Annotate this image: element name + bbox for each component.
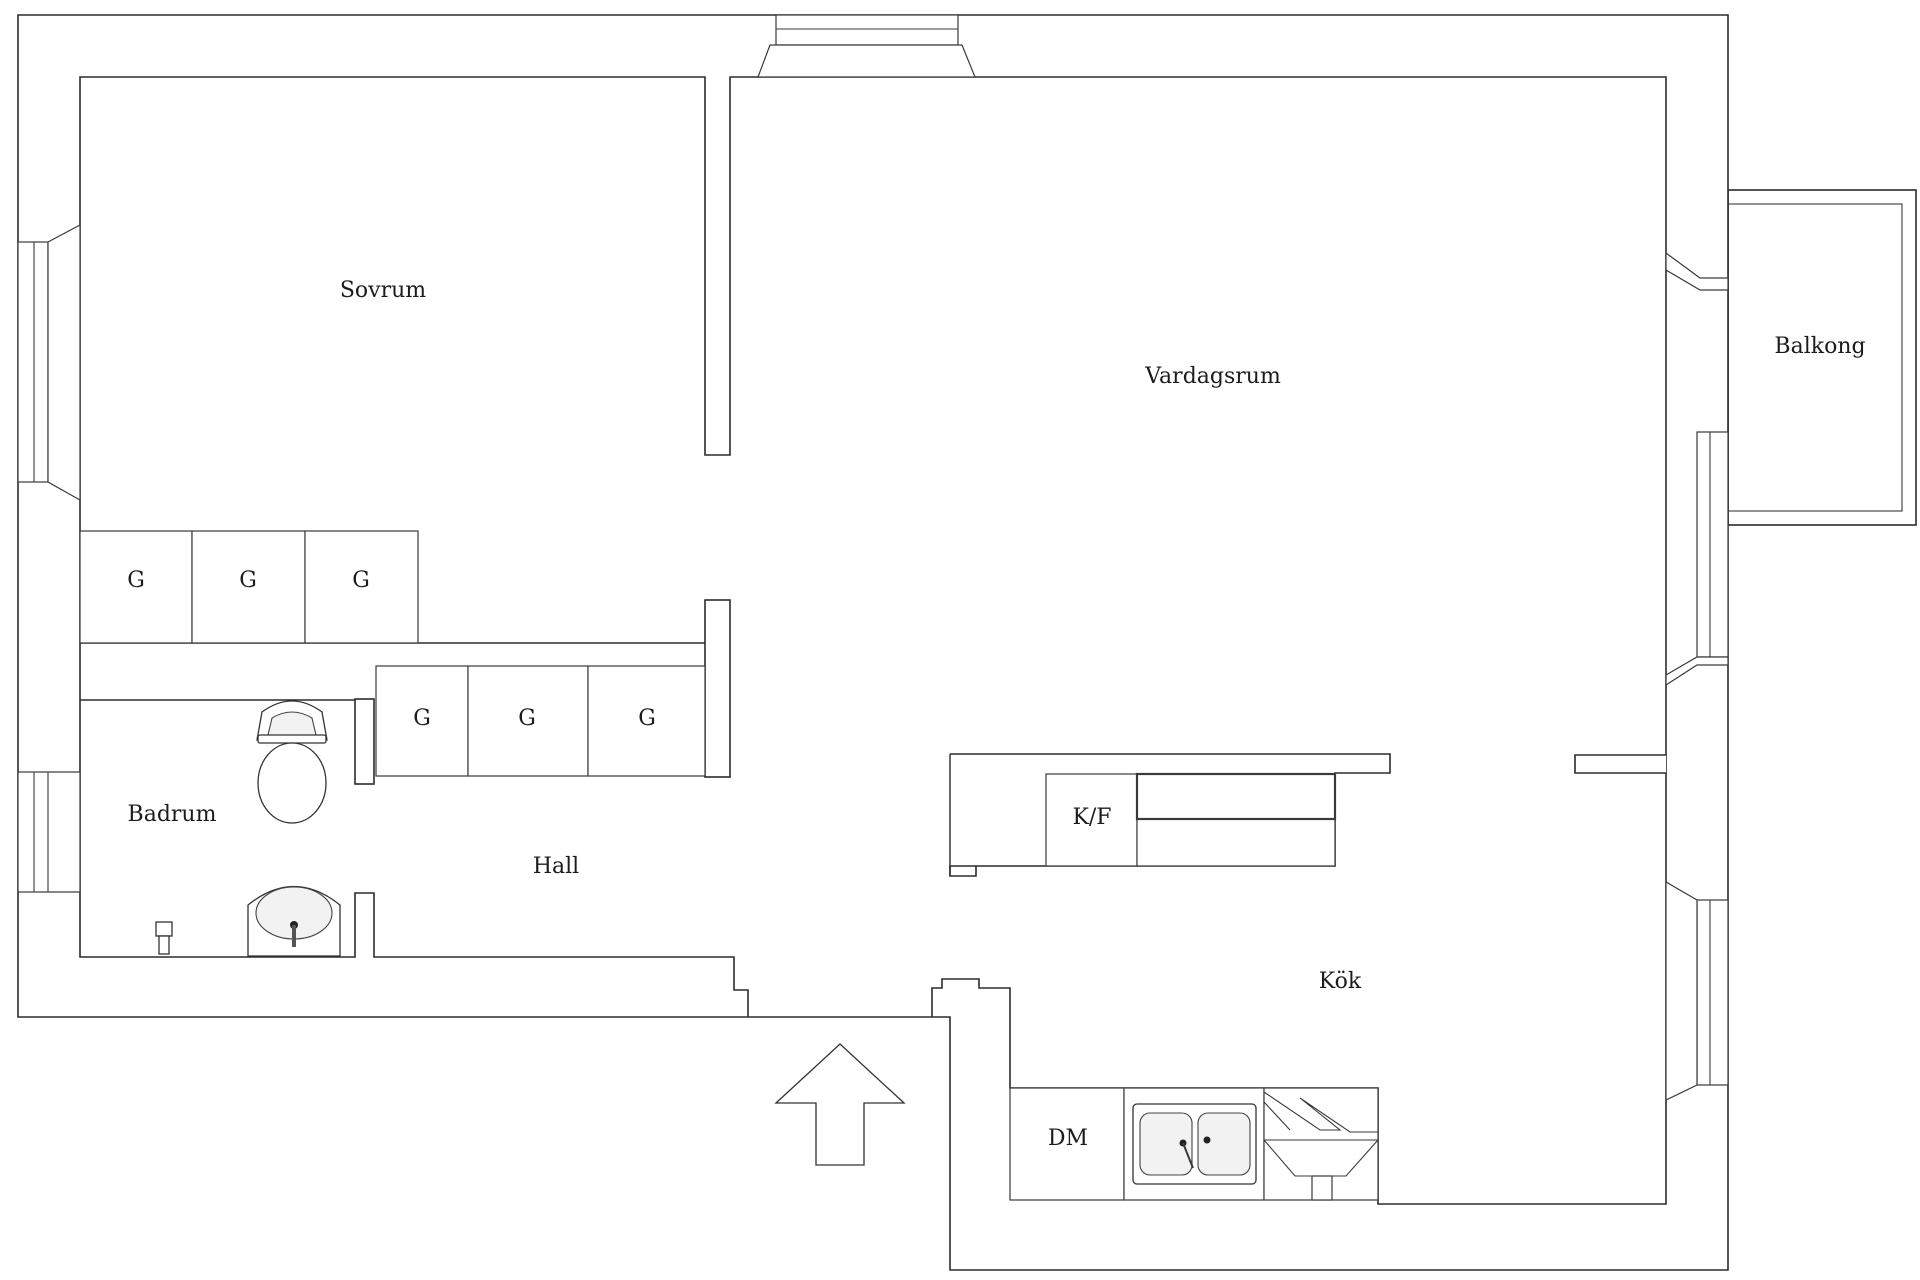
wardrobe-label: G [413,706,431,731]
wardrobe-label: G [638,706,656,731]
entrance-arrow-icon[interactable] [774,1043,906,1166]
hall-wardrobes: G G G [375,665,706,777]
bedroom-wardrobes: G G G [79,530,419,644]
wardrobe-label: G [127,568,145,593]
dishwasher-label: DM [1048,1126,1088,1151]
balcony [1727,189,1917,526]
wardrobe-label: G [352,568,370,593]
floor-drain-icon [155,921,173,955]
kitchen-counter-upper: K/F [949,753,1391,877]
room-label-sovrum: Sovrum [340,278,426,303]
fridge-freezer-label: K/F [1072,805,1111,830]
wardrobe-label: G [518,706,536,731]
outer-wall [17,14,1729,1271]
toilet-icon [256,700,328,824]
kitchen-sink-icon [1132,1103,1257,1185]
room-label-vardagsrum: Vardagsrum [1144,364,1281,389]
room-label-kok: Kök [1319,969,1362,994]
room-label-badrum: Badrum [128,802,217,827]
washbasin-icon [247,886,341,957]
windows [17,14,1729,1101]
room-label-balkong: Balkong [1774,334,1865,359]
room-label-hall: Hall [533,854,579,879]
stove-icon [1263,1091,1379,1201]
wardrobe-label: G [239,568,257,593]
